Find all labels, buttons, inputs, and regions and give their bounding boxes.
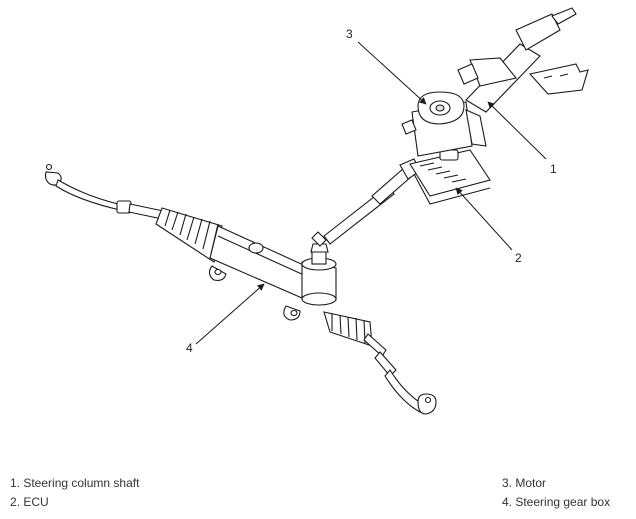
leader-lines bbox=[195, 41, 547, 345]
callout-4: 4 bbox=[186, 341, 193, 355]
callout-2: 2 bbox=[515, 251, 522, 265]
leader-line-4 bbox=[195, 283, 265, 345]
rack-housing bbox=[208, 225, 311, 321]
left-bellows-boot bbox=[155, 207, 223, 263]
ecu-unit bbox=[409, 149, 491, 205]
leader-line-1 bbox=[487, 101, 547, 160]
legend-item-steering-gear-box: 4. Steering gear box bbox=[502, 495, 611, 509]
left-tie-rod bbox=[44, 163, 169, 221]
right-bellows-boot bbox=[323, 311, 373, 347]
steering-system-diagram: 1 2 3 4 bbox=[44, 7, 589, 415]
legend-left: 1. Steering column shaft 2. ECU bbox=[10, 474, 139, 512]
callout-1: 1 bbox=[550, 162, 557, 176]
intermediate-shaft bbox=[323, 158, 421, 245]
steering-column bbox=[457, 7, 589, 113]
legend-item-ecu: 2. ECU bbox=[10, 495, 49, 509]
leader-line-3 bbox=[357, 41, 427, 105]
legend-item-steering-column-shaft: 1. Steering column shaft bbox=[10, 476, 140, 490]
motor-unit bbox=[401, 91, 487, 157]
pinion-housing bbox=[301, 231, 337, 306]
right-tie-rod bbox=[363, 333, 437, 415]
callout-3: 3 bbox=[346, 27, 353, 41]
leader-line-2 bbox=[455, 187, 513, 251]
legend-right: 3. Motor 4. Steering gear box bbox=[502, 474, 610, 512]
legend-item-motor: 3. Motor bbox=[502, 476, 547, 490]
